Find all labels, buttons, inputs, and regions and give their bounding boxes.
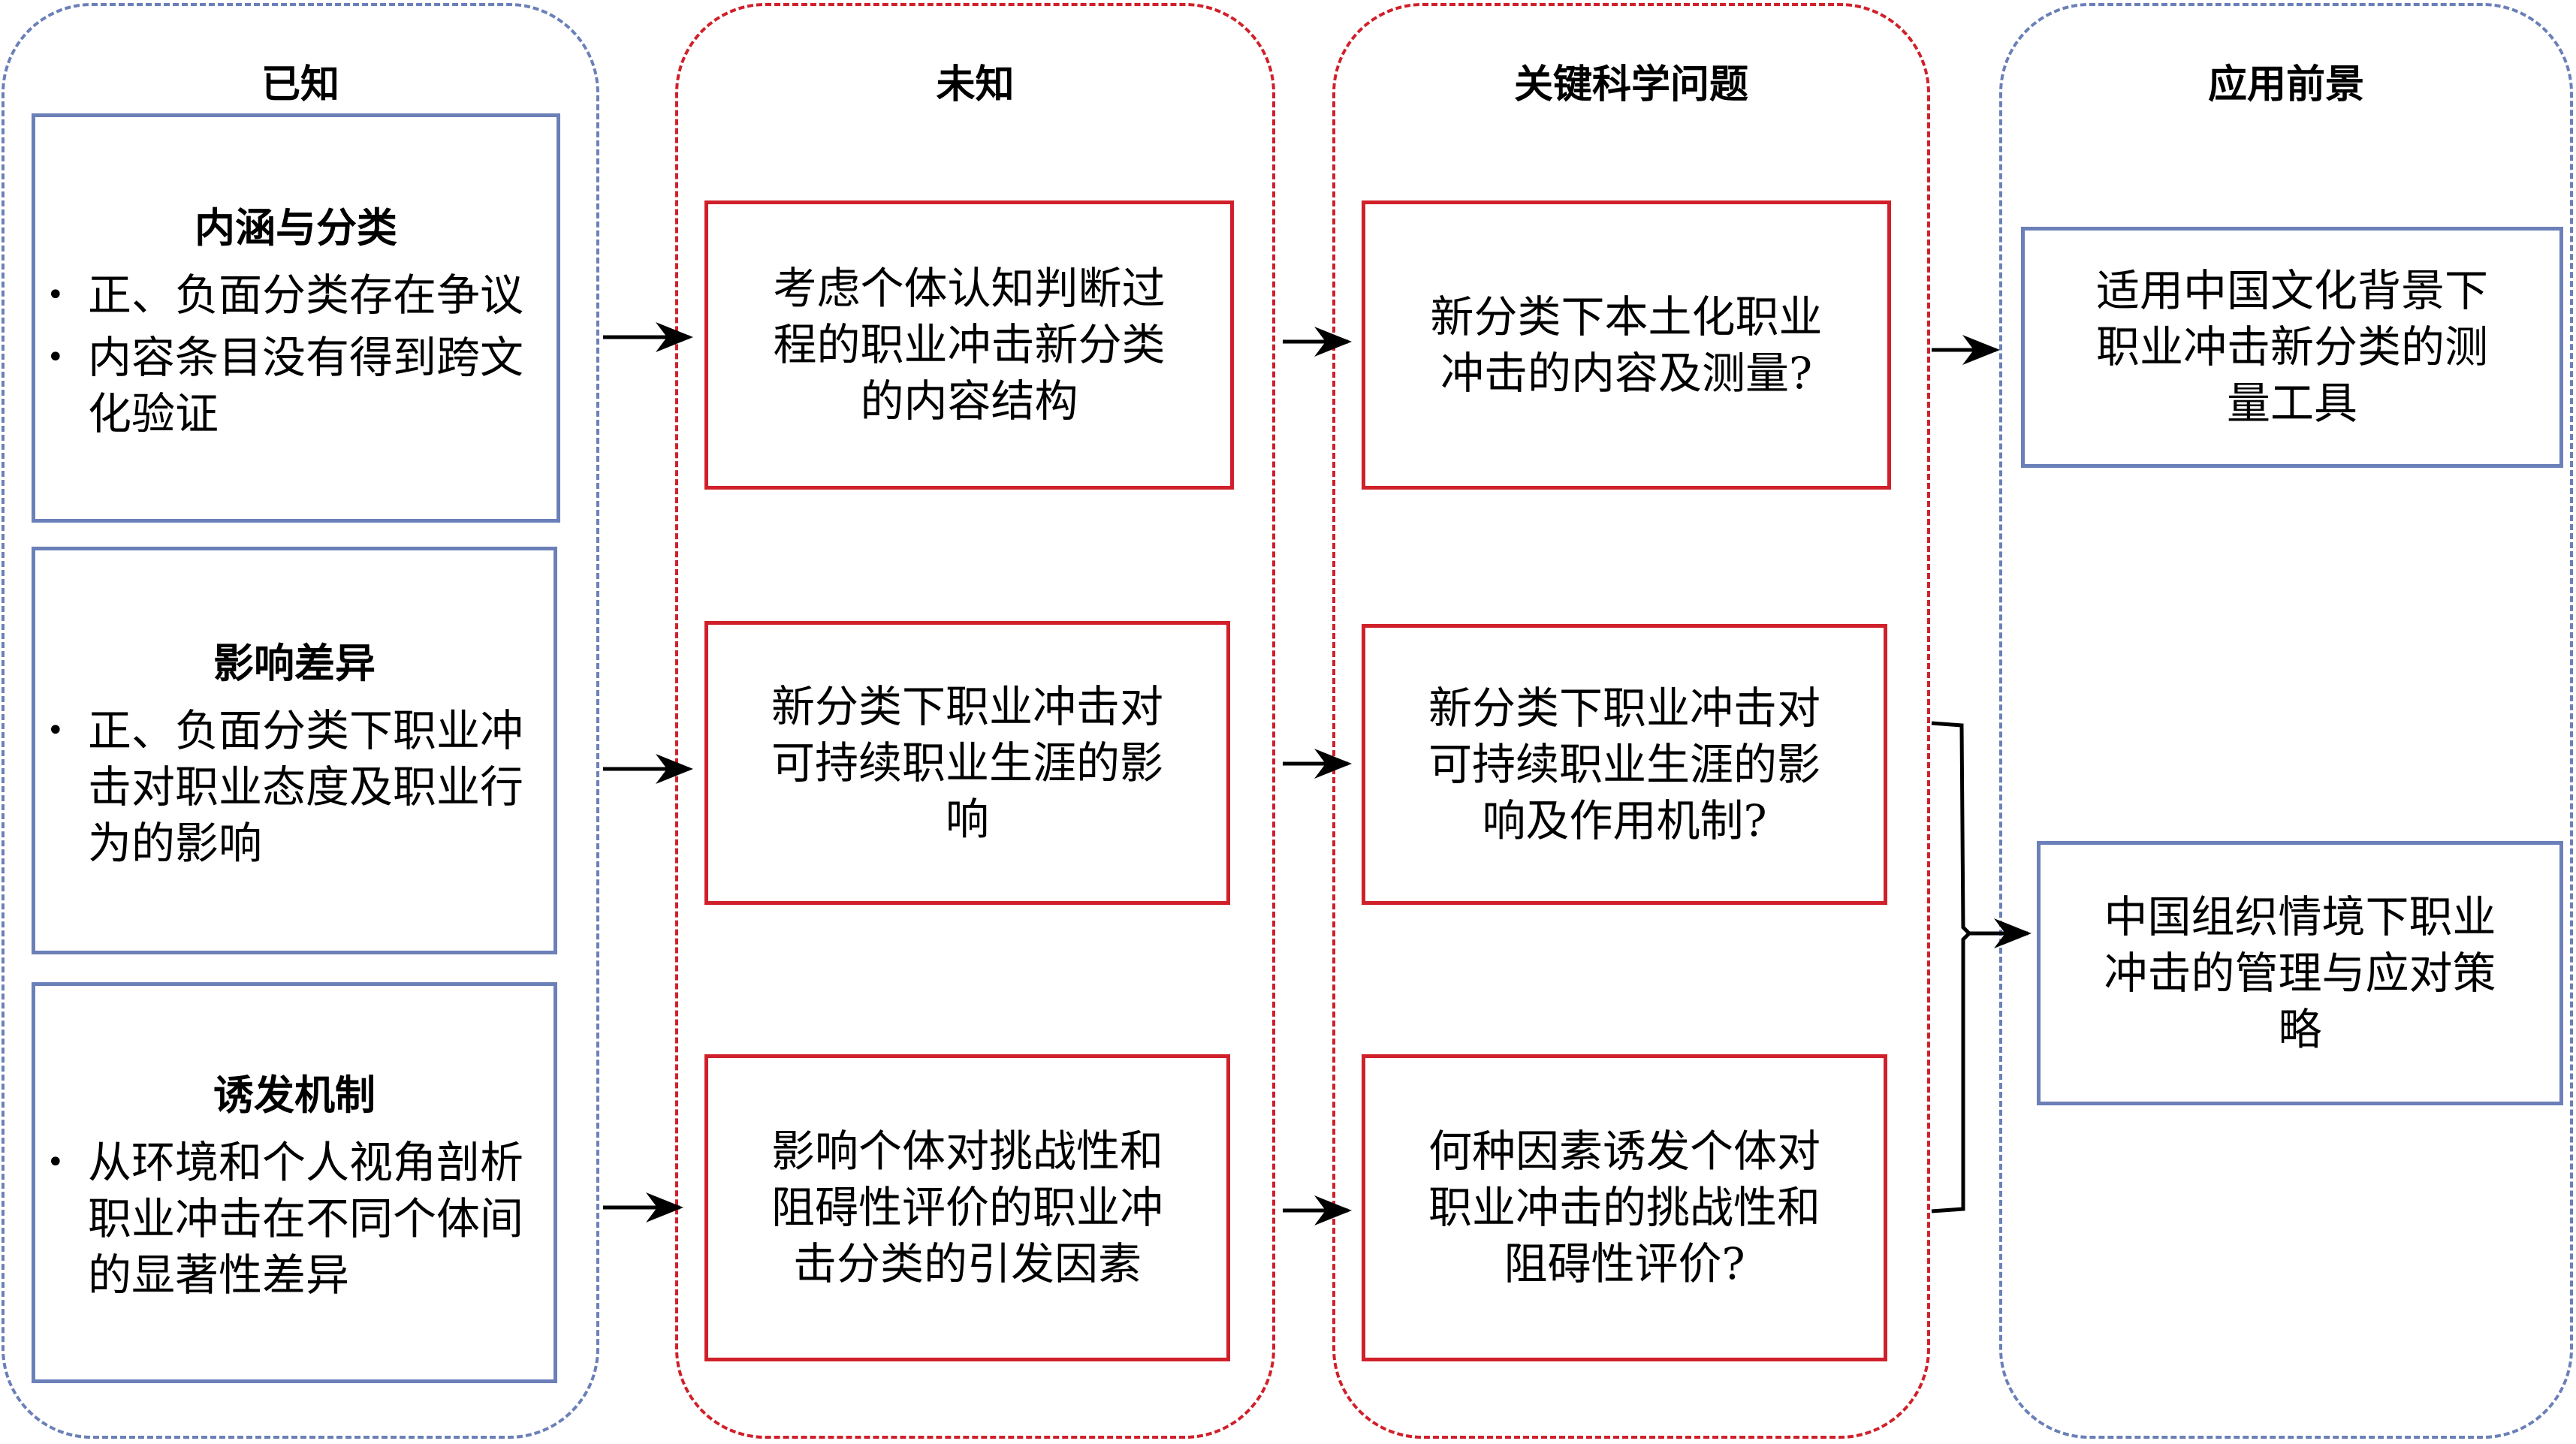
- bullet-item: •正、负面分类存在争议: [47, 267, 541, 324]
- unknown-box: 影响个体对挑战性和阻碍性评价的职业冲击分类的引发因素: [704, 1054, 1230, 1361]
- known-box-connotation: 内涵与分类 •正、负面分类存在争议 •内容条目没有得到跨文化验证: [32, 113, 560, 523]
- key-question-box: 新分类下本土化职业冲击的内容及测量?: [1362, 200, 1891, 490]
- key-question-box: 新分类下职业冲击对可持续职业生涯的影响及作用机制?: [1362, 624, 1887, 905]
- known-box-heading: 影响差异: [213, 639, 376, 687]
- known-box-heading: 内涵与分类: [195, 203, 397, 252]
- bullet-item: •从环境和个人视角剖析职业冲击在不同个体间的显著性差异: [47, 1135, 538, 1304]
- known-box-heading: 诱发机制: [213, 1072, 376, 1119]
- bullet-list: •正、负面分类存在争议 •内容条目没有得到跨文化验证: [35, 261, 557, 442]
- unknown-box: 新分类下职业冲击对可持续职业生涯的影响: [704, 621, 1230, 905]
- key-questions-column: 关键科学问题: [1332, 3, 1930, 1439]
- bullet-item: •内容条目没有得到跨文化验证: [47, 330, 541, 442]
- unknown-box: 考虑个体认知判断过程的职业冲击新分类的内容结构: [704, 200, 1234, 490]
- key-question-box: 何种因素诱发个体对职业冲击的挑战性和阻碍性评价?: [1362, 1054, 1887, 1361]
- bullet-item: •正、负面分类下职业冲击对职业态度及职业行为的影响: [47, 703, 538, 872]
- bullet-dot-icon: •: [47, 339, 65, 375]
- bullet-list: •从环境和个人视角剖析职业冲击在不同个体间的显著性差异: [35, 1129, 554, 1304]
- bullet-list: •正、负面分类下职业冲击对职业态度及职业行为的影响: [35, 697, 554, 872]
- known-box-impact: 影响差异 •正、负面分类下职业冲击对职业态度及职业行为的影响: [32, 547, 557, 954]
- unknown-column-title: 未知: [936, 62, 1015, 107]
- application-box: 适用中国文化背景下职业冲击新分类的测量工具: [2021, 227, 2563, 468]
- known-column: 已知: [2, 3, 599, 1439]
- bullet-dot-icon: •: [47, 713, 65, 748]
- application-box: 中国组织情境下职业冲击的管理与应对策略: [2037, 841, 2563, 1105]
- bracket-connector: [1931, 721, 1972, 1213]
- unknown-column: 未知: [675, 3, 1275, 1439]
- known-column-title: 已知: [261, 62, 339, 107]
- bullet-dot-icon: •: [47, 1145, 65, 1180]
- key-questions-column-title: 关键科学问题: [1513, 62, 1748, 107]
- application-column-title: 应用前景: [2207, 62, 2364, 107]
- bullet-dot-icon: •: [47, 277, 65, 312]
- application-column: 应用前景: [1999, 3, 2573, 1439]
- known-box-mechanism: 诱发机制 •从环境和个人视角剖析职业冲击在不同个体间的显著性差异: [32, 982, 557, 1383]
